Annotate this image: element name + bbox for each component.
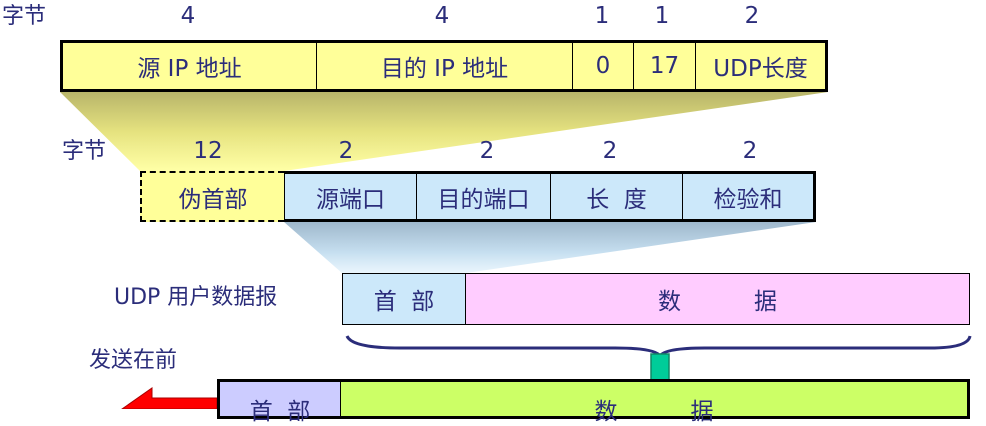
byte-size: 2 — [338, 138, 354, 164]
udp-datagram-label: UDP 用户数据报 — [114, 285, 278, 310]
udp-header-fields: 源端口 目的端口 长 度 检验和 — [284, 171, 816, 222]
byte-size: 2 — [479, 138, 495, 164]
field-udp-length: UDP长度 — [695, 43, 825, 89]
ip-data-block: 数 据 — [341, 382, 967, 425]
field-length: 长 度 — [550, 174, 682, 219]
brace-icon — [345, 335, 972, 359]
pseudo-header-box: 伪首部 — [140, 171, 284, 222]
field-checksum: 检验和 — [682, 174, 813, 219]
field-source-port: 源端口 — [284, 174, 416, 219]
udp-data-block: 数 据 — [466, 274, 969, 324]
field-destination-port: 目的端口 — [416, 174, 550, 219]
bytes-label-row2: 字节 — [62, 139, 107, 164]
send-first-label: 发送在前 — [89, 348, 178, 373]
byte-size: 12 — [193, 138, 223, 164]
pseudo-header-fields: 源 IP 地址 目的 IP 地址 0 17 UDP长度 — [60, 40, 828, 92]
ip-header-block: 首 部 — [220, 382, 341, 425]
byte-size: 4 — [434, 3, 450, 29]
byte-size: 2 — [602, 138, 618, 164]
byte-size: 2 — [742, 138, 758, 164]
field-zero: 0 — [572, 43, 633, 89]
field-destination-ip: 目的 IP 地址 — [316, 43, 572, 89]
send-arrow-icon — [121, 387, 218, 409]
field-protocol: 17 — [633, 43, 695, 89]
udp-datagram: 首 部 数 据 — [342, 273, 970, 325]
projection-ip-to-pseudo — [60, 92, 828, 171]
byte-size: 4 — [180, 3, 196, 29]
udp-header-block: 首 部 — [343, 274, 466, 324]
byte-size: 1 — [654, 3, 670, 29]
field-source-ip: 源 IP 地址 — [137, 56, 242, 82]
ip-datagram: 首 部 数 据 — [217, 379, 970, 425]
projection-udp-to-datagram — [284, 222, 816, 273]
byte-size: 2 — [744, 3, 760, 29]
byte-size: 1 — [594, 3, 610, 29]
bytes-label-row1: 字节 — [2, 4, 47, 29]
